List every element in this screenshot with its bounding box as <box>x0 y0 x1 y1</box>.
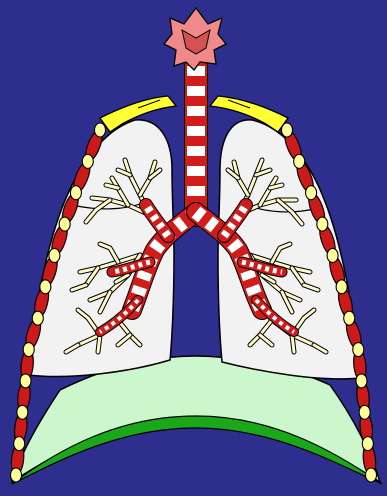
right-rib-joint-12 <box>366 468 377 482</box>
right-rib-joint-9 <box>356 374 367 388</box>
right-rib-joint-7 <box>344 311 355 325</box>
right-rib-joint-2 <box>294 154 305 168</box>
right-rib-joint-11 <box>362 437 373 451</box>
right-rib-joint-4 <box>317 217 328 231</box>
left-rib-joint-4 <box>59 217 70 231</box>
right-rib-joint-8 <box>353 343 364 357</box>
right-bronchiole-18 <box>292 335 294 352</box>
left-rib-joint-10 <box>17 405 28 419</box>
left-rib-joint-12 <box>11 468 22 482</box>
right-rib-joint-6 <box>336 280 347 294</box>
left-rib-joint-1 <box>95 123 106 137</box>
right-rib-joint-3 <box>306 186 317 200</box>
left-rib-joint-9 <box>20 374 31 388</box>
left-rib-joint-5 <box>49 248 60 262</box>
left-rib-joint-11 <box>14 437 25 451</box>
left-bronchiole-18 <box>98 335 100 352</box>
right-rib-joint-10 <box>359 405 370 419</box>
left-rib-joint-3 <box>70 186 81 200</box>
left-rib-joint-6 <box>40 280 51 294</box>
right-rib-joint-5 <box>327 248 338 262</box>
left-rib-joint-2 <box>82 154 93 168</box>
left-rib-joint-7 <box>32 311 43 325</box>
left-rib-joint-8 <box>23 343 34 357</box>
